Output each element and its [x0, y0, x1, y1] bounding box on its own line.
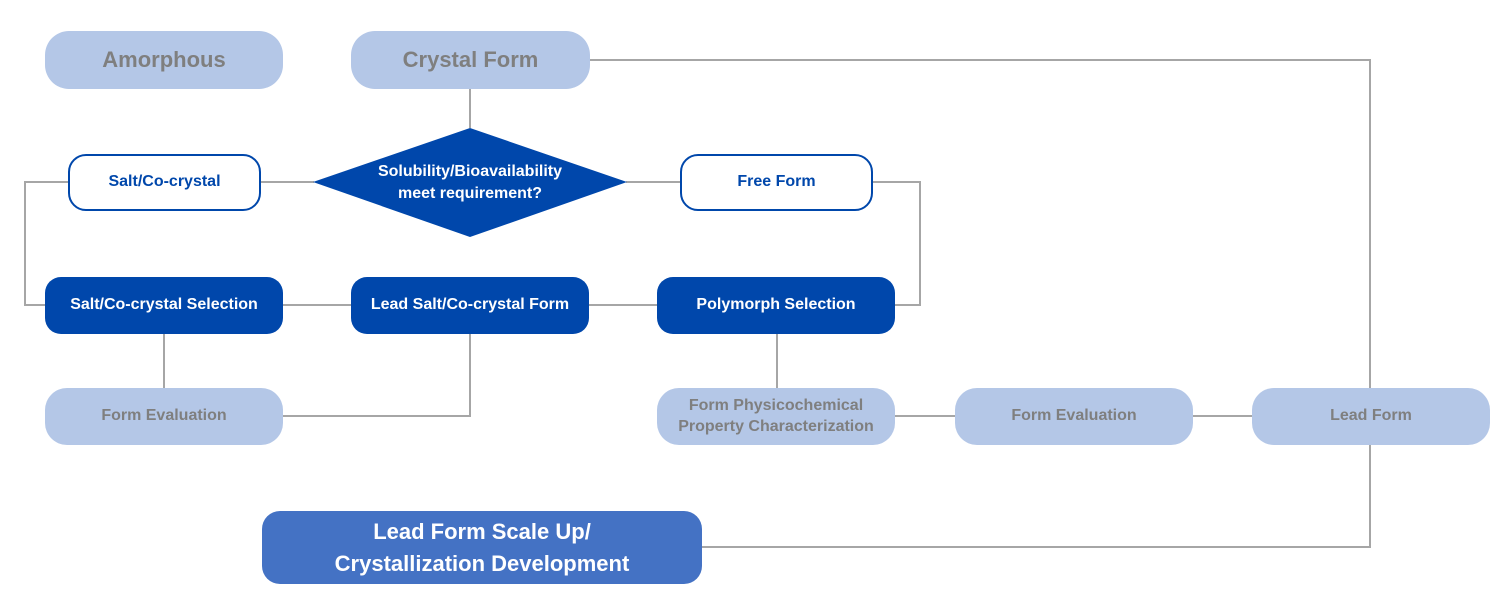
- connector-salt-to-selection: [24, 181, 68, 306]
- connector-leadform-to-scaleup: [702, 445, 1371, 548]
- node-salt-cocrystal: Salt/Co-crystal: [68, 154, 261, 211]
- node-form-evaluation-right: Form Evaluation: [955, 388, 1193, 445]
- node-polymorph-selection: Polymorph Selection: [657, 277, 895, 334]
- node-free-form: Free Form: [680, 154, 873, 211]
- connector-crystal-to-leadform: [590, 59, 1371, 388]
- connector-evaluation-to-leadsalt: [283, 333, 471, 417]
- node-physchem-characterization: Form Physicochemical Property Characteri…: [657, 388, 895, 445]
- node-salt-selection: Salt/Co-crystal Selection: [45, 277, 283, 334]
- connector-free-to-polymorph: [872, 181, 921, 306]
- node-form-evaluation-left: Form Evaluation: [45, 388, 283, 445]
- decision-label: Solubility/Bioavailability meet requirem…: [377, 162, 563, 202]
- node-lead-salt-form: Lead Salt/Co-crystal Form: [351, 277, 589, 334]
- node-amorphous: Amorphous: [45, 31, 283, 89]
- node-crystal-form: Crystal Form: [351, 31, 590, 89]
- decision-diamond: [313, 128, 627, 237]
- node-scale-up: Lead Form Scale Up/ Crystallization Deve…: [262, 511, 702, 584]
- node-lead-form: Lead Form: [1252, 388, 1490, 445]
